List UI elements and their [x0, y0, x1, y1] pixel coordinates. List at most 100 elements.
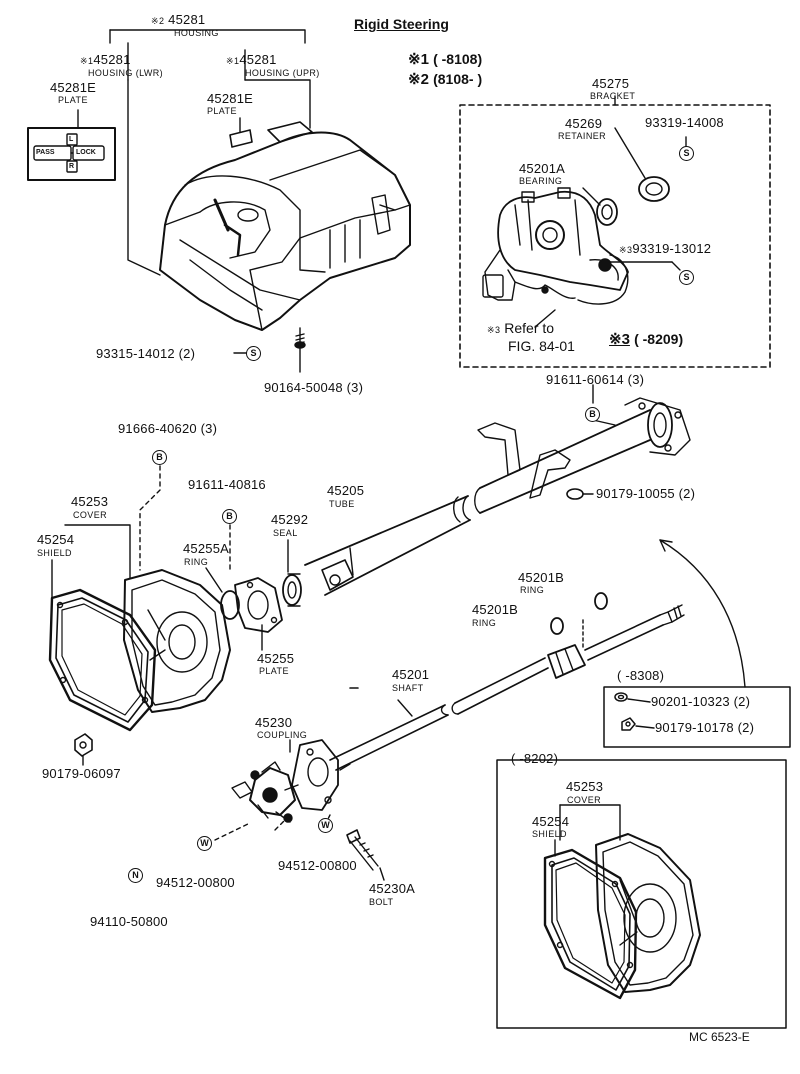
leader-ring-45255a — [205, 567, 223, 593]
leader-housing-upr-left — [109, 29, 306, 44]
nut-90179-10055-shape — [566, 488, 584, 500]
bracket-assembly — [482, 187, 629, 305]
nut-50800-number: 94110-50800 — [90, 914, 168, 929]
shaft-number: 45201 — [392, 667, 430, 682]
leader-91666-40620 — [139, 465, 161, 571]
bearing-name: BEARING — [519, 176, 563, 186]
coupling-number: 45230 — [255, 715, 293, 730]
steering-column-housing — [159, 121, 411, 331]
housing-screw — [294, 327, 306, 373]
refer-text: ※3 Refer to — [487, 320, 555, 336]
nut-90179-06097-shape — [74, 733, 93, 757]
housing-upr-number: ※145281 — [226, 52, 277, 67]
cover-name: COVER — [73, 510, 108, 520]
range-8308-box — [603, 686, 791, 748]
seal-name: SEAL — [273, 528, 298, 538]
pass-lock-plate-badge — [27, 127, 116, 181]
plate-b-name: PLATE — [207, 106, 237, 116]
leader-93319-13012 — [671, 261, 681, 271]
seal-45292 — [282, 573, 302, 607]
nut-10055-number: 90179-10055 (2) — [596, 486, 696, 501]
symbol-b-40620: B — [152, 450, 167, 465]
symbol-s-14012: S — [246, 346, 261, 361]
retainer-45269 — [638, 176, 670, 202]
leader-housing-lwr — [127, 79, 161, 276]
range-8202-box — [496, 759, 787, 1029]
bolt-60614-number: 91611-60614 (3) — [546, 372, 645, 387]
ring-b2-number: 45201B — [472, 602, 519, 617]
screw-13012-number: ※393319-13012 — [619, 241, 712, 256]
bolt-45230a-name: BOLT — [369, 897, 394, 907]
ring-b1-number: 45201B — [518, 570, 565, 585]
housing-upr-name: HOUSING (UPR) — [245, 68, 320, 78]
diagram-code: MC 6523-E — [689, 1030, 750, 1044]
screw-14008-number: 93319-14008 — [645, 115, 724, 130]
shield-45254 — [48, 588, 157, 732]
ring-45201b-lower — [550, 617, 564, 635]
nut-06097-number: 90179-06097 — [42, 766, 121, 781]
nut-90179-10178-shape — [621, 717, 636, 731]
plate-badge-top: L — [69, 136, 74, 143]
retainer-name: RETAINER — [558, 131, 607, 141]
plate-a-number: 45281E — [50, 80, 97, 95]
symbol-s-13012: S — [679, 270, 694, 285]
ring-45201b-upper — [594, 592, 608, 610]
cover-45253-alt — [595, 833, 701, 993]
cover-alt-name: COVER — [567, 795, 602, 805]
shaft-name: SHAFT — [392, 683, 424, 693]
steering-shaft — [329, 604, 685, 771]
note-2: ※2 (8108- ) — [408, 71, 483, 88]
range-8202-label: ( -8202) — [511, 751, 559, 766]
plate-badge-pass: PASS — [36, 149, 55, 156]
plate-a-name: PLATE — [58, 95, 88, 105]
symbol-b-40816: B — [222, 509, 237, 524]
housing-lwr-name: HOUSING (LWR) — [88, 68, 164, 78]
bearing-number: 45201A — [519, 161, 566, 176]
washer-90201-10323-shape — [614, 692, 628, 702]
plate-45255-number: 45255 — [257, 651, 295, 666]
ring-b1-name: RING — [520, 585, 545, 595]
symbol-n: N — [128, 868, 143, 883]
plate-badge-bottom: R — [69, 163, 75, 170]
shield-alt-number: 45254 — [532, 814, 570, 829]
retainer-number: 45269 — [565, 116, 603, 131]
symbol-s-14008: S — [679, 146, 694, 161]
bearing-45201a — [596, 198, 618, 226]
coupling-name: COUPLING — [257, 730, 308, 740]
housing-lwr-number: ※145281 — [80, 52, 131, 67]
bolt-40816-number: 91611-40816 — [188, 477, 266, 492]
tube-name: TUBE — [329, 499, 355, 509]
note-3: ※3 ( -8209) — [609, 331, 684, 348]
pin-a-number: 94512-00800 — [156, 875, 235, 890]
arrow-curve — [659, 539, 746, 688]
pin-b-number: 94512-00800 — [278, 858, 357, 873]
screw-50048-number: 90164-50048 (3) — [264, 380, 364, 395]
ring-b2-name: RING — [472, 618, 497, 628]
bolt-45230a-shape — [346, 829, 379, 871]
tube-number: 45205 — [327, 483, 365, 498]
housing-name: HOUSING — [174, 28, 219, 38]
symbol-w-a: W — [197, 836, 212, 851]
ring-a-number: 45255A — [183, 541, 230, 556]
nut-10178-number: 90179-10178 (2) — [655, 720, 755, 735]
bolt-40620-number: 91666-40620 (3) — [118, 421, 218, 436]
plate-badge-lock: LOCK — [76, 149, 96, 156]
leader-bearing — [582, 187, 601, 206]
housing-number: ※2 45281 — [151, 12, 206, 27]
screw-14012-number: 93315-14012 (2) — [96, 346, 196, 361]
plate-small-shape — [229, 129, 253, 148]
shield-name: SHIELD — [37, 548, 72, 558]
leader-cover — [64, 524, 131, 579]
steering-column-tube — [304, 397, 691, 596]
seal-number: 45292 — [271, 512, 309, 527]
bracket-number: 45275 — [592, 76, 630, 91]
diagram-title: Rigid Steering — [354, 16, 449, 32]
shield-45254-alt — [543, 848, 638, 1000]
bracket-name: BRACKET — [590, 91, 636, 101]
leader-pin-a — [214, 822, 251, 841]
plate-45255-name: PLATE — [259, 666, 289, 676]
refer-figure: FIG. 84-01 — [508, 338, 575, 354]
leader-shaft — [397, 699, 413, 717]
